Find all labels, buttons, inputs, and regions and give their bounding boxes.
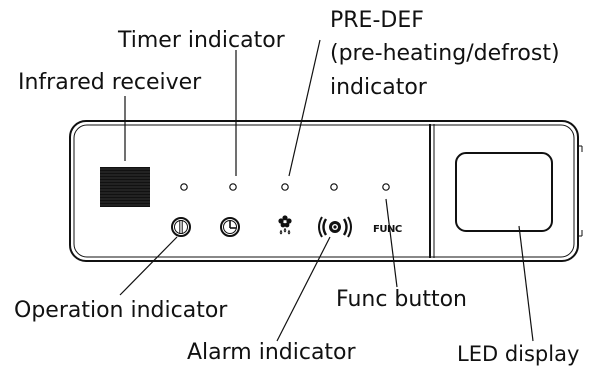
- label-operation-indicator: Operation indicator: [14, 298, 228, 323]
- leader-func: [385, 198, 398, 288]
- timer-led: [229, 183, 237, 191]
- label-predef-line1: PRE-DEF: [330, 8, 424, 33]
- operation-led: [180, 183, 188, 191]
- predef-led: [281, 183, 289, 191]
- alarm-icon: [318, 216, 352, 238]
- clock-icon: [220, 217, 240, 237]
- label-func-button: Func button: [336, 287, 467, 312]
- label-led-display: LED display: [457, 342, 579, 366]
- leader-operation: [119, 236, 178, 296]
- label-predef-line3: indicator: [330, 75, 428, 100]
- infrared-receiver-grille: [100, 167, 150, 207]
- leader-led-display: [518, 225, 534, 342]
- led-display-window: [455, 152, 553, 232]
- label-timer-indicator: Timer indicator: [117, 28, 286, 53]
- func-led: [382, 183, 390, 191]
- defrost-icon: [278, 215, 292, 235]
- label-alarm-indicator: Alarm indicator: [187, 340, 357, 365]
- leader-predef: [288, 39, 321, 177]
- power-icon: [171, 217, 191, 237]
- label-predef-line2: (pre-heating/defrost): [330, 41, 560, 66]
- func-button[interactable]: FUNC: [373, 224, 402, 235]
- alarm-led: [330, 183, 338, 191]
- label-infrared-receiver: Infrared receiver: [18, 70, 202, 95]
- leader-alarm: [276, 236, 331, 342]
- panel-body: [69, 120, 583, 262]
